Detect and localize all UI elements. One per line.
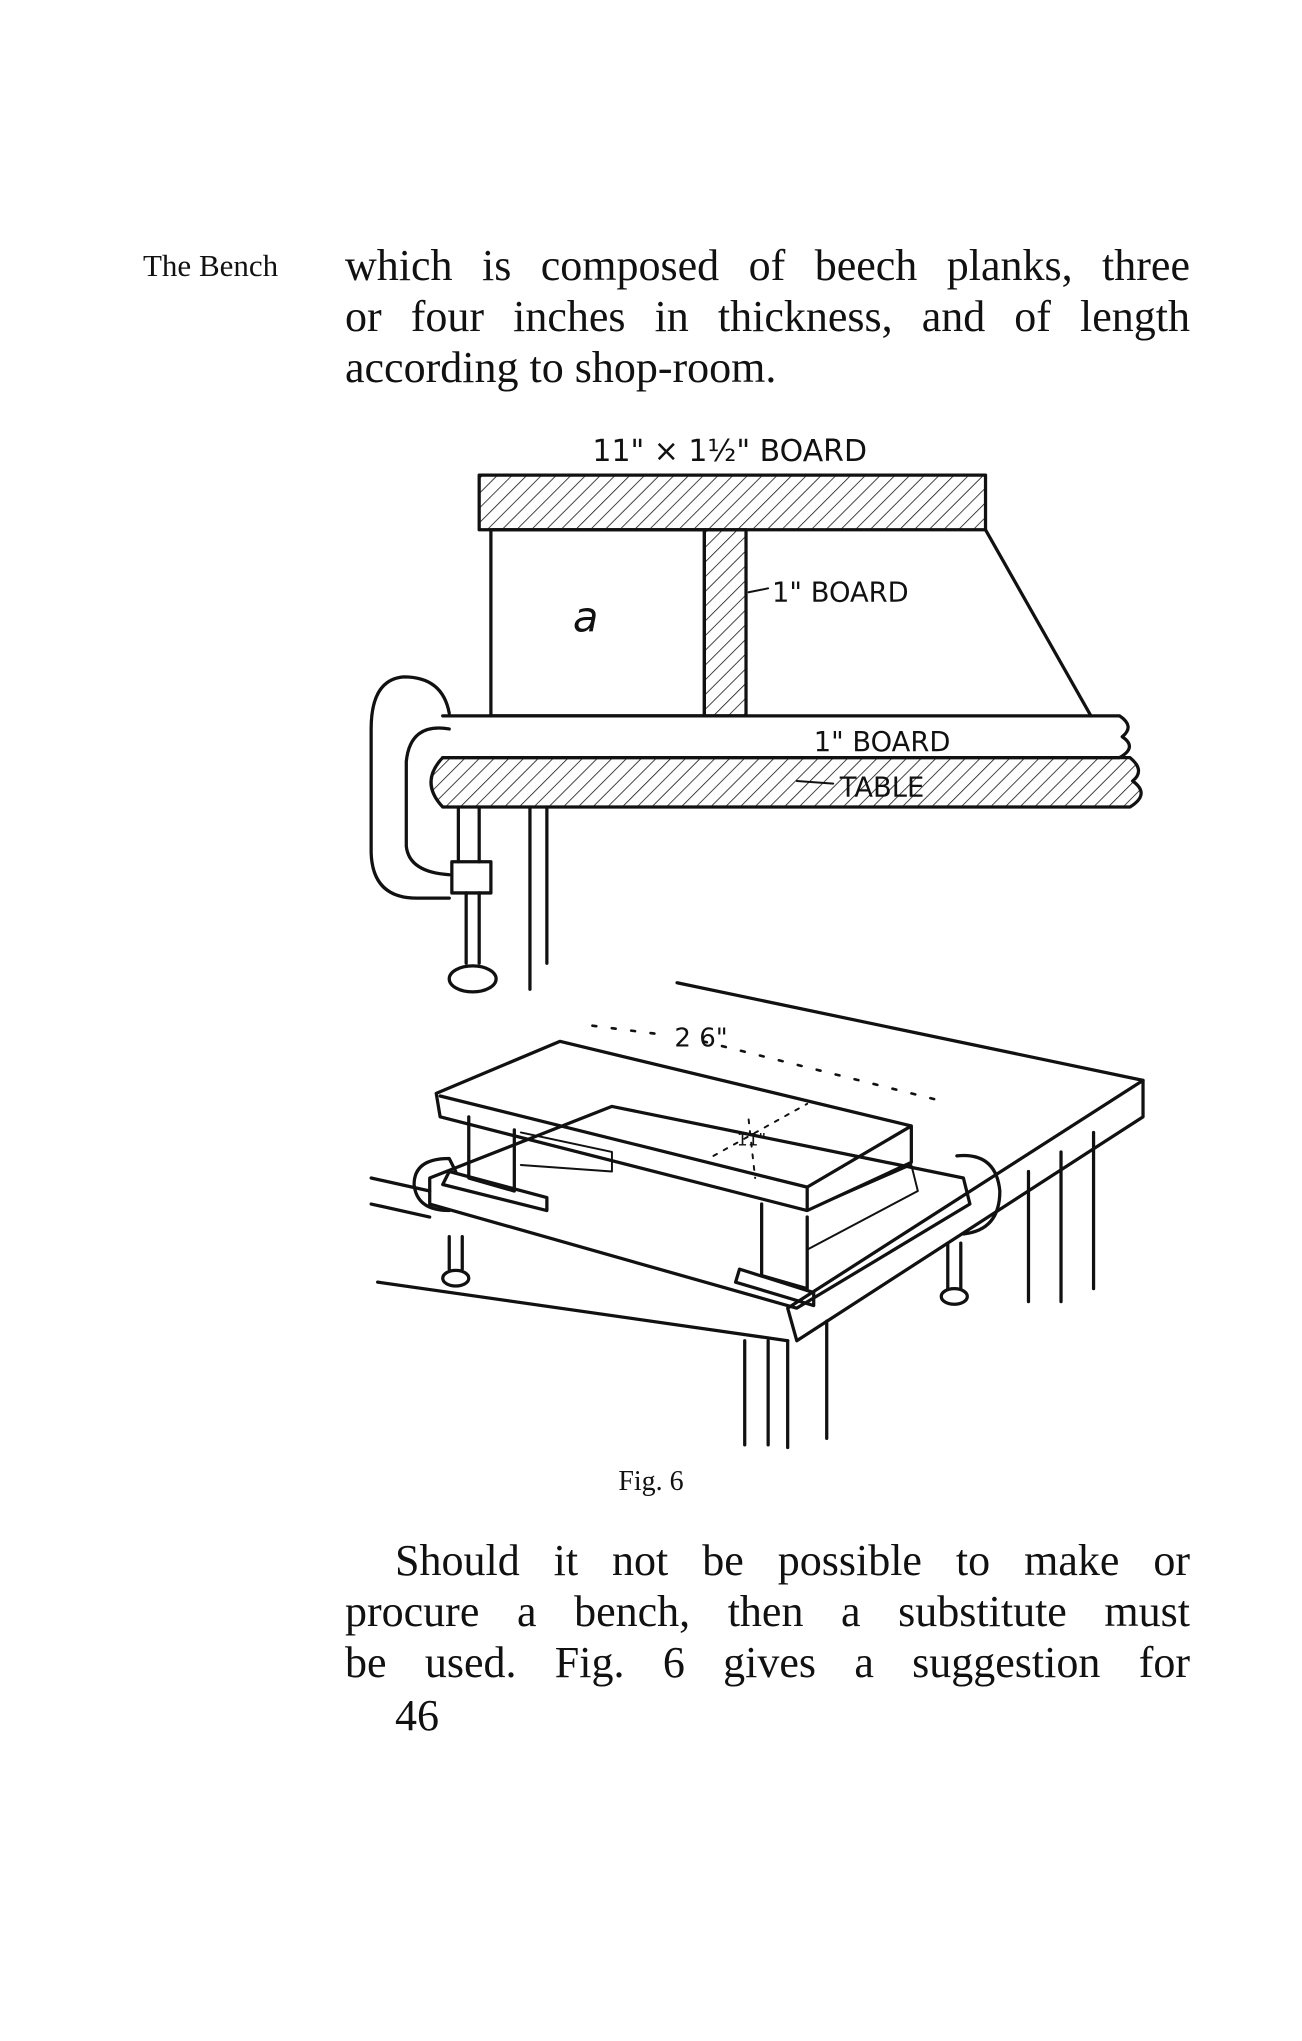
- text-line: Should it not be possible to make or: [395, 1536, 1190, 1585]
- top-board: [477, 473, 988, 532]
- base-board-bottom: [428, 1104, 972, 1310]
- bench-support-right: [733, 1202, 816, 1308]
- text-line: procure a bench, then a substitute must: [345, 1587, 1190, 1636]
- paragraph-bench-description: which is composed of beech planks, three…: [345, 240, 1190, 393]
- paragraph-substitute-bench: Should it not be possible to make or pro…: [345, 1535, 1190, 1688]
- label-width-dimension: 11": [737, 1129, 766, 1149]
- bench-top-board: [434, 1039, 913, 1213]
- label-base-board: 1" BOARD: [814, 727, 951, 758]
- label-table: TABLE: [839, 773, 925, 804]
- text-line: or four inches in thickness, and of leng…: [345, 292, 1190, 341]
- margin-note: The Bench: [143, 248, 279, 283]
- bench-support-left: [441, 1115, 549, 1213]
- table-section: [429, 755, 1143, 809]
- c-clamp-right: [946, 1153, 1002, 1291]
- table-back-edge: [675, 981, 1145, 1083]
- upright-board: [702, 528, 748, 718]
- c-clamp: [369, 675, 451, 900]
- text-line: according to shop-room.: [345, 343, 777, 392]
- c-clamp-left: [412, 1156, 464, 1271]
- page-number: 46: [395, 1691, 439, 1740]
- table-legs: [743, 1130, 1096, 1450]
- label-top-board: 11" × 1½" BOARD: [592, 434, 867, 469]
- section-view-drawing: [369, 473, 1143, 994]
- label-length-dimension: 2 6": [674, 1024, 727, 1054]
- label-block-a: a: [573, 592, 599, 641]
- table-top: [786, 1078, 1145, 1343]
- base-board: [441, 714, 1131, 760]
- perspective-view-drawing: [369, 981, 1145, 1450]
- label-upright-board: 1" BOARD: [772, 577, 909, 608]
- text-line: which is composed of beech planks, three: [345, 241, 1190, 290]
- figure-caption: Fig. 6: [618, 1466, 684, 1497]
- text-line: be used. Fig. 6 gives a suggestion for: [345, 1638, 1190, 1687]
